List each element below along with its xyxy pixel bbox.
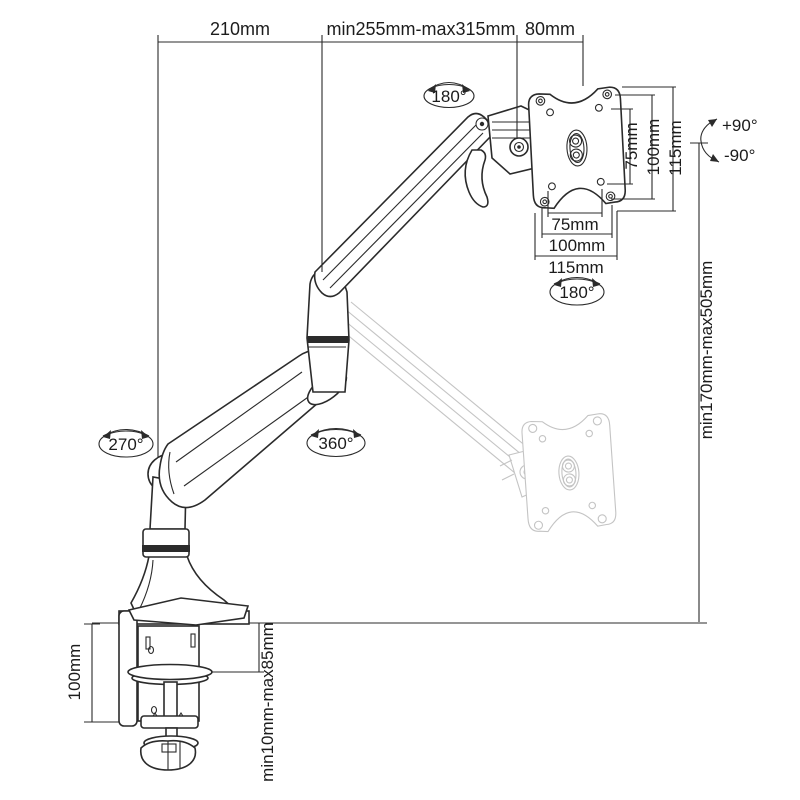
dim-210mm: 210mm bbox=[210, 19, 270, 39]
tilt-annotation: +90° -90° bbox=[700, 116, 758, 165]
dim-vesa-115v: 115mm bbox=[666, 120, 685, 175]
dim-height-range: min170mm-max505mm bbox=[697, 261, 716, 440]
rotation-arm-360: 360° bbox=[306, 427, 366, 458]
desk-clamp bbox=[118, 610, 250, 771]
monitor-arm-upper bbox=[313, 112, 493, 298]
dimension-top: 210mm min255mm-max315mm 80mm bbox=[157, 19, 584, 458]
elbow-joint bbox=[306, 267, 350, 406]
quick-release-slot bbox=[566, 129, 588, 167]
head-lever bbox=[464, 149, 489, 208]
dimension-vesa-horizontal: 75mm 100mm 115mm bbox=[534, 189, 618, 277]
dim-vesa-75v: 75mm bbox=[622, 122, 641, 169]
riser-collar bbox=[142, 528, 190, 558]
tilt-up-label: +90° bbox=[722, 116, 758, 135]
rotation-plate-label: 180° bbox=[559, 283, 594, 302]
tilt-down-label: -90° bbox=[724, 146, 755, 165]
rotation-head-label: 180° bbox=[431, 87, 466, 106]
ghost-vesa-plate bbox=[521, 413, 617, 533]
dimension-vesa-vertical: 75mm 100mm 115mm bbox=[607, 86, 685, 212]
dim-desk-thickness: 100mm bbox=[65, 644, 84, 701]
rotation-head-180: 180° bbox=[423, 81, 475, 109]
clamp-lower-arm bbox=[140, 715, 199, 729]
dimension-clamp-opening: min10mm-max85mm bbox=[211, 622, 277, 782]
rotation-plate-180: 180° bbox=[549, 276, 605, 306]
rotation-base-label: 270° bbox=[108, 435, 143, 454]
dim-vesa-115h: 115mm bbox=[548, 258, 603, 277]
dimension-desk-thickness: 100mm bbox=[65, 623, 100, 723]
ghost-arm-position bbox=[332, 301, 617, 533]
dim-vesa-75h: 75mm bbox=[551, 215, 598, 234]
clamp-screw-stem bbox=[163, 681, 178, 719]
dimension-height-range: min170mm-max505mm bbox=[690, 142, 716, 622]
rotation-base-270: 270° bbox=[98, 428, 154, 458]
rotation-arm-label: 360° bbox=[318, 434, 353, 453]
clamp-pad bbox=[127, 663, 213, 681]
dim-clamp-opening: min10mm-max85mm bbox=[258, 622, 277, 782]
vesa-plate bbox=[527, 86, 626, 210]
dim-80mm: 80mm bbox=[525, 19, 575, 39]
dim-arm-range: min255mm-max315mm bbox=[326, 19, 515, 39]
dim-vesa-100v: 100mm bbox=[644, 119, 663, 176]
dim-vesa-100h: 100mm bbox=[549, 236, 606, 255]
gas-spring-arm-lower bbox=[158, 349, 338, 509]
